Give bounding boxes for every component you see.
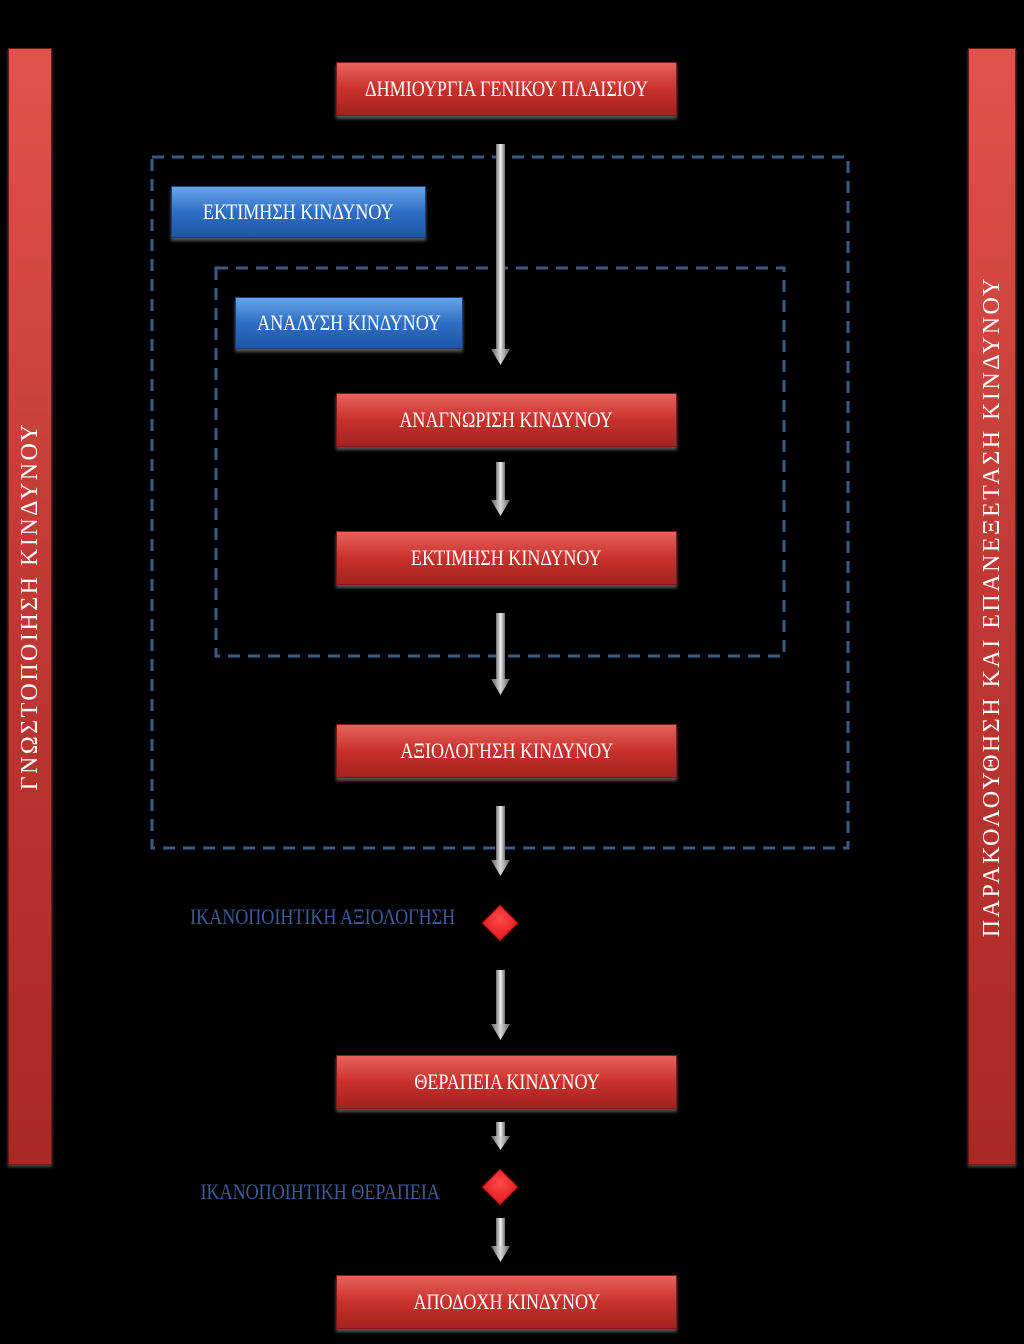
flow-arrow-identification-to-estimation xyxy=(491,462,510,516)
step-treatment-label: ΘΕΡΑΠΕΙΑ ΚΙΝΔΥΝΟΥ xyxy=(413,1069,600,1094)
flow-arrow-context-to-identification xyxy=(491,144,510,365)
group-risk-assessment-label: ΕΚΤΙΜΗΣΗ ΚΙΝΔΥΝΟΥ xyxy=(203,199,394,224)
flow-arrow-evaluation-to-decision xyxy=(491,806,510,876)
step-evaluation-label: ΑΞΙΟΛΟΓΗΣΗ ΚΙΝΔΥΝΟΥ xyxy=(400,738,613,763)
flow-arrow-treatment-to-decision xyxy=(491,1122,510,1150)
step-evaluation: ΑΞΙΟΛΟΓΗΣΗ ΚΙΝΔΥΝΟΥ xyxy=(336,724,677,778)
step-identification: ΑΝΑΓΝΩΡΙΣΗ ΚΙΝΔΥΝΟΥ xyxy=(336,393,677,447)
step-identification-label: ΑΝΑΓΝΩΡΙΣΗ ΚΙΝΔΥΝΟΥ xyxy=(399,407,614,432)
step-acceptance-label: ΑΠΟΔΟΧΗ ΚΙΝΔΥΝΟΥ xyxy=(413,1289,600,1314)
decision-label-evaluation: ΙΚΑΝΟΠΟΙΗΤΙΚΗ ΑΞΙΟΛΟΓΗΣΗ xyxy=(190,904,455,929)
group-risk-assessment: ΕΚΤΙΜΗΣΗ ΚΙΝΔΥΝΟΥ xyxy=(171,186,426,238)
monitoring-review-label: ΠΑΡΑΚΟΛΟΥΘΗΣΗ ΚΑΙ ΕΠΑΝΕΞΕΤΑΣΗ ΚΙΝΔΥΝΟΥ xyxy=(978,275,1005,938)
risk-communication-label: ΓΝΩΣΤΟΠΟΙΗΣΗ ΚΙΝΔΥΝΟΥ xyxy=(16,422,43,791)
flow-arrow-decision-to-treatment xyxy=(491,970,510,1040)
group-risk-analysis: ΑΝΑΛΥΣΗ ΚΙΝΔΥΝΟΥ xyxy=(235,297,463,349)
step-estimation-label: ΕΚΤΙΜΗΣΗ ΚΙΝΔΥΝΟΥ xyxy=(411,545,602,570)
decision-diamond-treatment xyxy=(481,1168,519,1206)
step-context: ΔΗΜΙΟΥΡΓΙΑ ΓΕΝΙΚΟΥ ΠΛΑΙΣΙΟΥ xyxy=(336,62,677,116)
decision-label-treatment: ΙΚΑΝΟΠΟΙΗΤΙΚΗ ΘΕΡΑΠΕΙΑ xyxy=(200,1179,440,1204)
monitoring-review-bar: ΠΑΡΑΚΟΛΟΥΘΗΣΗ ΚΑΙ ΕΠΑΝΕΞΕΤΑΣΗ ΚΙΝΔΥΝΟΥ xyxy=(968,48,1016,1165)
step-treatment: ΘΕΡΑΠΕΙΑ ΚΙΝΔΥΝΟΥ xyxy=(336,1055,677,1109)
decision-diamond-evaluation xyxy=(481,904,519,942)
step-context-label: ΔΗΜΙΟΥΡΓΙΑ ΓΕΝΙΚΟΥ ΠΛΑΙΣΙΟΥ xyxy=(365,76,648,101)
step-acceptance: ΑΠΟΔΟΧΗ ΚΙΝΔΥΝΟΥ xyxy=(336,1275,677,1329)
flow-arrow-decision-to-acceptance xyxy=(491,1218,510,1262)
flow-arrow-estimation-to-evaluation xyxy=(491,613,510,695)
risk-communication-bar: ΓΝΩΣΤΟΠΟΙΗΣΗ ΚΙΝΔΥΝΟΥ xyxy=(8,48,52,1165)
group-risk-analysis-label: ΑΝΑΛΥΣΗ ΚΙΝΔΥΝΟΥ xyxy=(257,310,441,335)
step-estimation: ΕΚΤΙΜΗΣΗ ΚΙΝΔΥΝΟΥ xyxy=(336,531,677,585)
